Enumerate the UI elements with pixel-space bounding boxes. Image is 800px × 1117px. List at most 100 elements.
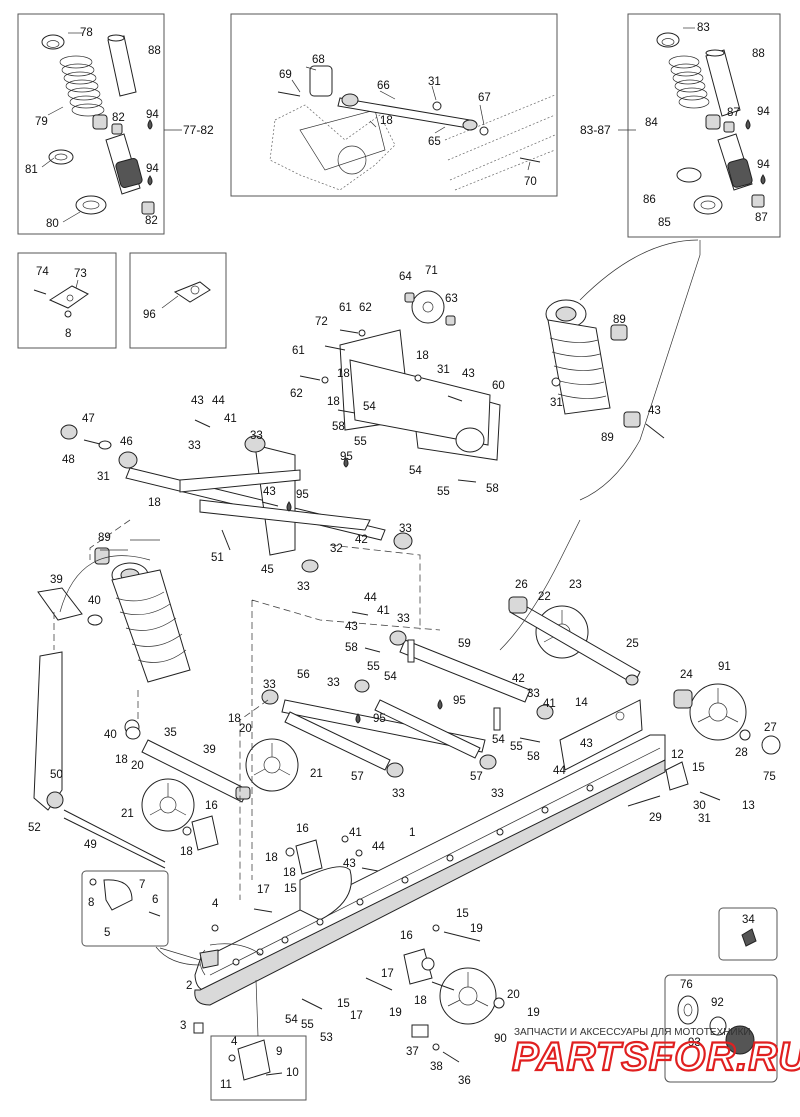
callout-35: 35 [164, 727, 177, 739]
callout-66: 66 [377, 80, 390, 92]
callout-24: 24 [680, 669, 693, 681]
callout-19: 19 [470, 923, 483, 935]
callout-46: 31 [97, 471, 110, 483]
callout-94: 94 [146, 163, 159, 175]
callout-32: 32 [330, 543, 343, 555]
callout-93: 93 [688, 1037, 701, 1049]
callout-6: 6 [152, 894, 158, 906]
callout-72: 72 [315, 316, 328, 328]
callout-94: 94 [146, 109, 159, 121]
callout-51: 51 [211, 552, 224, 564]
callout-33: 33 [263, 679, 276, 691]
callout-87: 87 [727, 107, 740, 119]
callout-62: 62 [290, 388, 303, 400]
callout-89: 89 [613, 314, 626, 326]
callout-31: 31 [550, 397, 563, 409]
strap-inset-frame [81, 870, 169, 947]
callout-54: 54 [492, 734, 505, 746]
callout-7: 7 [139, 879, 145, 891]
callout-43: 43 [345, 621, 358, 633]
callout-64: 64 [399, 271, 412, 283]
callout-18: 18 [283, 867, 296, 879]
callout-85: 85 [658, 217, 671, 229]
callout-95: 95 [340, 451, 353, 463]
callout-31: 31 [437, 364, 450, 376]
callout-55: 55 [301, 1019, 314, 1031]
callout-55: 55 [437, 486, 450, 498]
callout-61: 61 [292, 345, 305, 357]
callout-43: 43 [191, 395, 204, 407]
callout-43: 43 [462, 368, 475, 380]
front-shock-kit [618, 27, 766, 215]
callout-26: 26 [515, 579, 528, 591]
callout-12: 12 [671, 749, 684, 761]
callout-15: 15 [692, 762, 705, 774]
callout-22: 22 [538, 591, 551, 603]
bracket-inset [33, 279, 89, 318]
callout-44: 44 [364, 592, 377, 604]
callout-43: 43 [343, 858, 356, 870]
callout-18: 18 [416, 350, 429, 362]
callout-40: 40 [88, 595, 101, 607]
callout-60: 60 [492, 380, 505, 392]
callout-76: 76 [680, 979, 693, 991]
callout-94: 94 [757, 159, 770, 171]
callout-89: 89 [601, 432, 614, 444]
watermark: ЗАПЧАСТИ И АКСЕССУАРЫ ДЛЯ МОТОТЕХНИКИ PA… [511, 1027, 800, 1080]
callout-33: 46 [120, 436, 133, 448]
callout-44: 44 [372, 841, 385, 853]
callout-67: 67 [478, 92, 491, 104]
callout-33: 33 [399, 523, 412, 535]
callout-39: 39 [50, 574, 63, 586]
callout-69: 69 [279, 69, 292, 81]
callout-20: 20 [131, 760, 144, 772]
callout-25: 25 [626, 638, 639, 650]
callout-36: 36 [458, 1075, 471, 1087]
callout-40: 40 [104, 729, 117, 741]
callout-3: 3 [180, 1020, 186, 1032]
callout-53: 53 [320, 1032, 333, 1044]
hardware-brackets [89, 761, 757, 1081]
slide-rail [194, 699, 666, 1006]
callout-55: 55 [510, 741, 523, 753]
watermark-caption: ЗАПЧАСТИ И АКСЕССУАРЫ ДЛЯ МОТОТЕХНИКИ [514, 1027, 751, 1038]
callout-44: 44 [553, 765, 566, 777]
callout-41: 41 [349, 827, 362, 839]
callout-54: 54 [384, 671, 397, 683]
callout-38: 38 [430, 1061, 443, 1073]
callout-84: 84 [645, 117, 658, 129]
callout-18: 18 [265, 852, 278, 864]
callout-20: 20 [507, 989, 520, 1001]
callout-9: 9 [276, 1046, 282, 1058]
callout-15: 15 [456, 908, 469, 920]
callout-96: 96 [143, 309, 156, 321]
callout-45: 45 [261, 564, 274, 576]
callout-70: 70 [524, 176, 537, 188]
callout-49: 49 [84, 839, 97, 851]
callout-54: 54 [409, 465, 422, 477]
lower-swing-arm [261, 611, 554, 778]
rear-shock-kit-range-label: 77-82 [183, 123, 214, 137]
callout-33: 33 [297, 581, 310, 593]
callout-89: 89 [98, 532, 111, 544]
callout-39: 39 [203, 744, 216, 756]
callout-87: 87 [755, 212, 768, 224]
callout-16: 16 [205, 800, 218, 812]
callout-37: 37 [406, 1046, 419, 1058]
callout-88: 88 [148, 45, 161, 57]
callout-8: 8 [88, 897, 94, 909]
callout-31: 33 [188, 440, 201, 452]
callout-30: 30 [693, 800, 706, 812]
callout-15: 15 [337, 998, 350, 1010]
callout-33: 33 [327, 677, 340, 689]
callout-4: 4 [231, 1036, 238, 1048]
callout-82: 82 [145, 215, 158, 227]
rear-shock-absorber [545, 239, 699, 439]
callout-33: 33 [491, 788, 504, 800]
callout-86: 86 [643, 194, 656, 206]
callout-91: 91 [718, 661, 731, 673]
callout-42: 42 [512, 673, 525, 685]
callout-55: 55 [354, 436, 367, 448]
rear-shock-kit [41, 32, 182, 223]
